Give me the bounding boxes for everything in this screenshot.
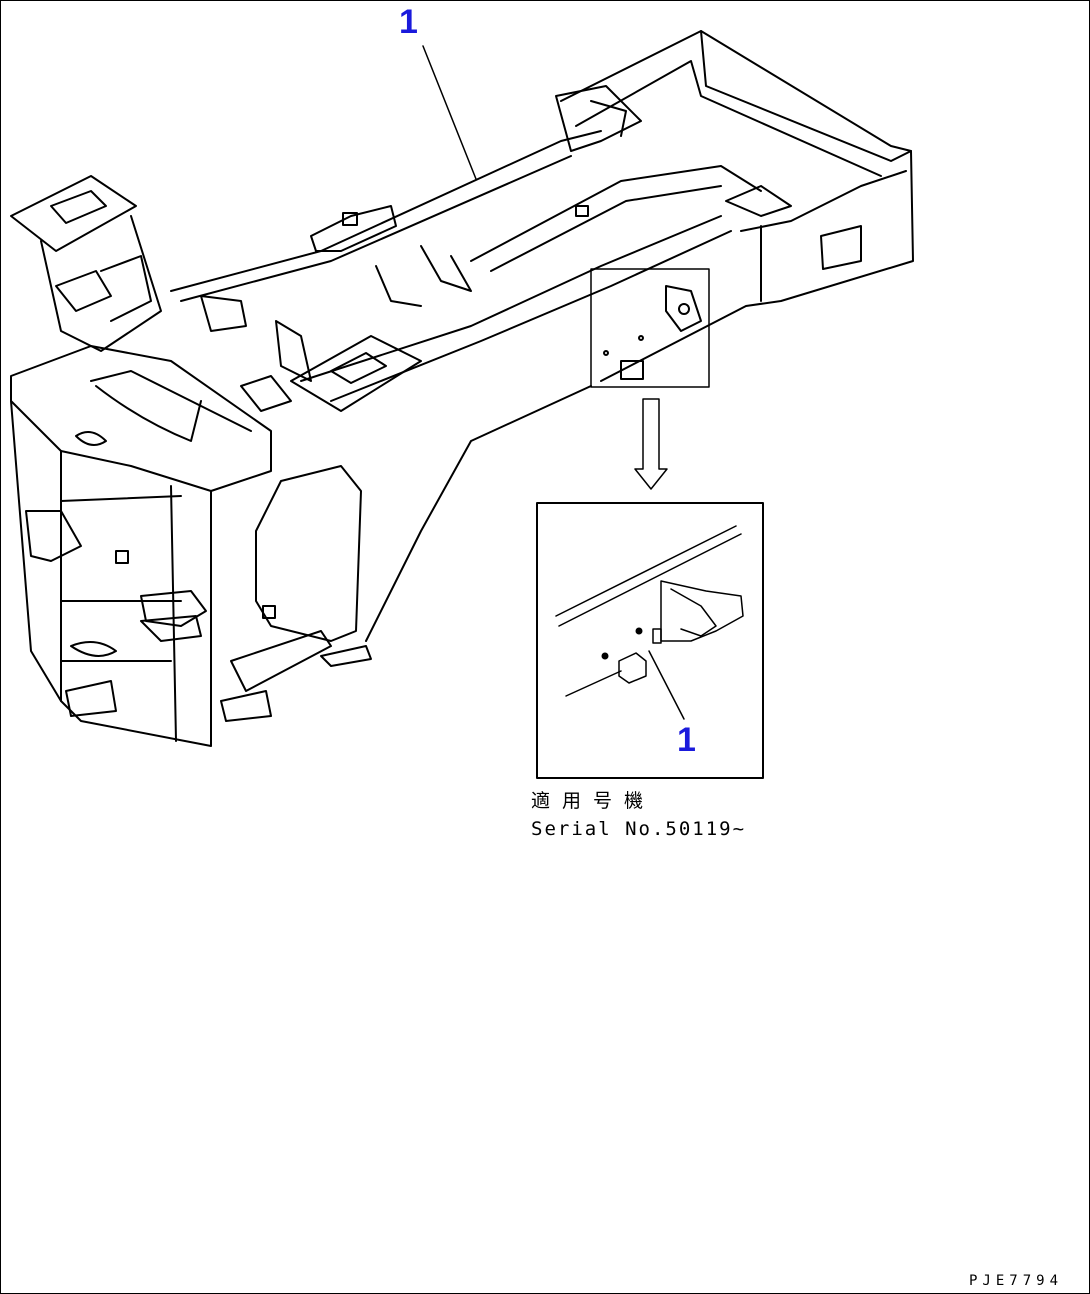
applicability-serial: Serial No.50119~ — [531, 818, 747, 840]
rear-frame — [555, 30, 914, 382]
callout-main-part-1: 1 — [399, 3, 418, 41]
front-frame — [10, 345, 272, 747]
detail-view — [536, 502, 764, 779]
leader-lines — [422, 45, 685, 720]
top-mount-plate — [10, 175, 162, 352]
drawing-code: PJE7794 — [969, 1273, 1064, 1289]
lower-bracket — [220, 385, 592, 722]
down-arrow — [634, 398, 668, 490]
detail-reference-box — [590, 268, 710, 388]
frame-details — [115, 205, 702, 619]
side-rails — [170, 130, 762, 402]
center-mount-plate — [240, 245, 472, 412]
callout-detail-part-1: 1 — [677, 721, 696, 759]
applicability-label-jp: 適用号機 — [531, 790, 656, 812]
